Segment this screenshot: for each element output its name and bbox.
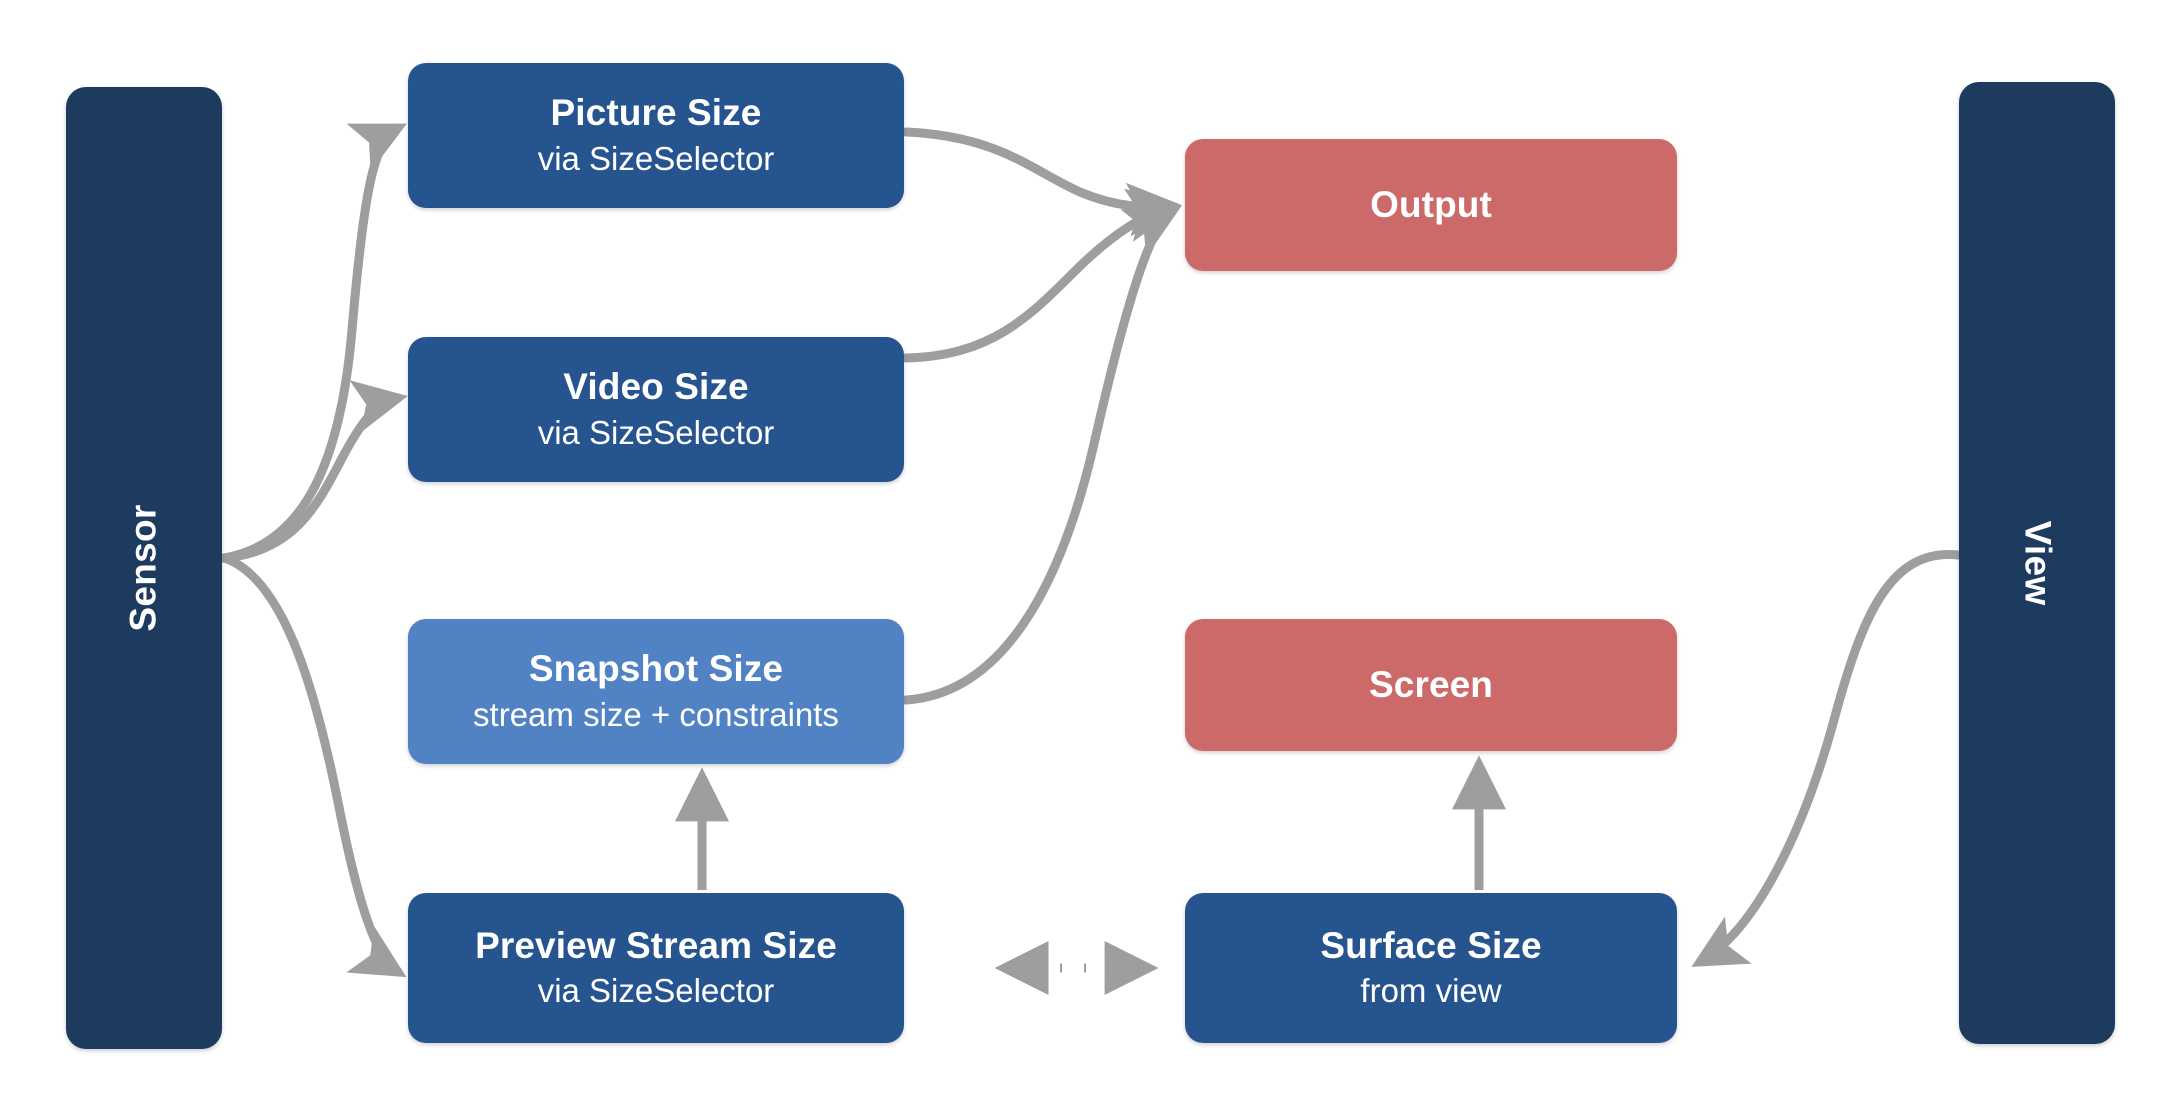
- edge-video-to-output: [901, 188, 1182, 363]
- lane-sensor[interactable]: Sensor: [66, 87, 222, 1049]
- edge-snapshot-to-output: [901, 207, 1181, 705]
- edge-picture-to-output: [901, 127, 1182, 237]
- node-screen[interactable]: Screen: [1185, 619, 1677, 751]
- node-video-size[interactable]: Video Size via SizeSelector: [408, 337, 904, 482]
- node-output-title: Output: [1370, 184, 1492, 226]
- edge-sensor-to-preview: [219, 553, 407, 978]
- lane-sensor-label: Sensor: [123, 504, 164, 632]
- node-picture-size-title: Picture Size: [550, 92, 762, 134]
- node-surface-size-title: Surface Size: [1320, 924, 1542, 966]
- node-preview-stream-size-subtitle: via SizeSelector: [537, 972, 775, 1010]
- edge-sensor-to-video: [219, 380, 408, 563]
- edge-sensor-to-picture: [219, 123, 407, 563]
- lane-view[interactable]: View: [1959, 82, 2115, 1044]
- node-snapshot-size-title: Snapshot Size: [528, 648, 784, 690]
- node-output[interactable]: Output: [1185, 139, 1677, 271]
- node-snapshot-size[interactable]: Snapshot Size stream size + constraints: [408, 619, 904, 764]
- node-picture-size-subtitle: via SizeSelector: [537, 139, 775, 177]
- node-preview-stream-size[interactable]: Preview Stream Size via SizeSelector: [408, 893, 904, 1043]
- node-screen-title: Screen: [1368, 664, 1493, 706]
- lane-view-label: View: [2016, 520, 2058, 606]
- node-surface-size-subtitle: from view: [1360, 972, 1502, 1010]
- node-surface-size[interactable]: Surface Size from view: [1185, 893, 1677, 1043]
- node-snapshot-size-subtitle: stream size + constraints: [473, 695, 839, 733]
- node-preview-stream-size-title: Preview Stream Size: [475, 924, 837, 966]
- node-picture-size[interactable]: Picture Size via SizeSelector: [408, 63, 904, 208]
- node-video-size-subtitle: via SizeSelector: [537, 413, 775, 451]
- node-video-size-title: Video Size: [563, 366, 749, 408]
- edge-view-to-surface: [1691, 550, 1963, 967]
